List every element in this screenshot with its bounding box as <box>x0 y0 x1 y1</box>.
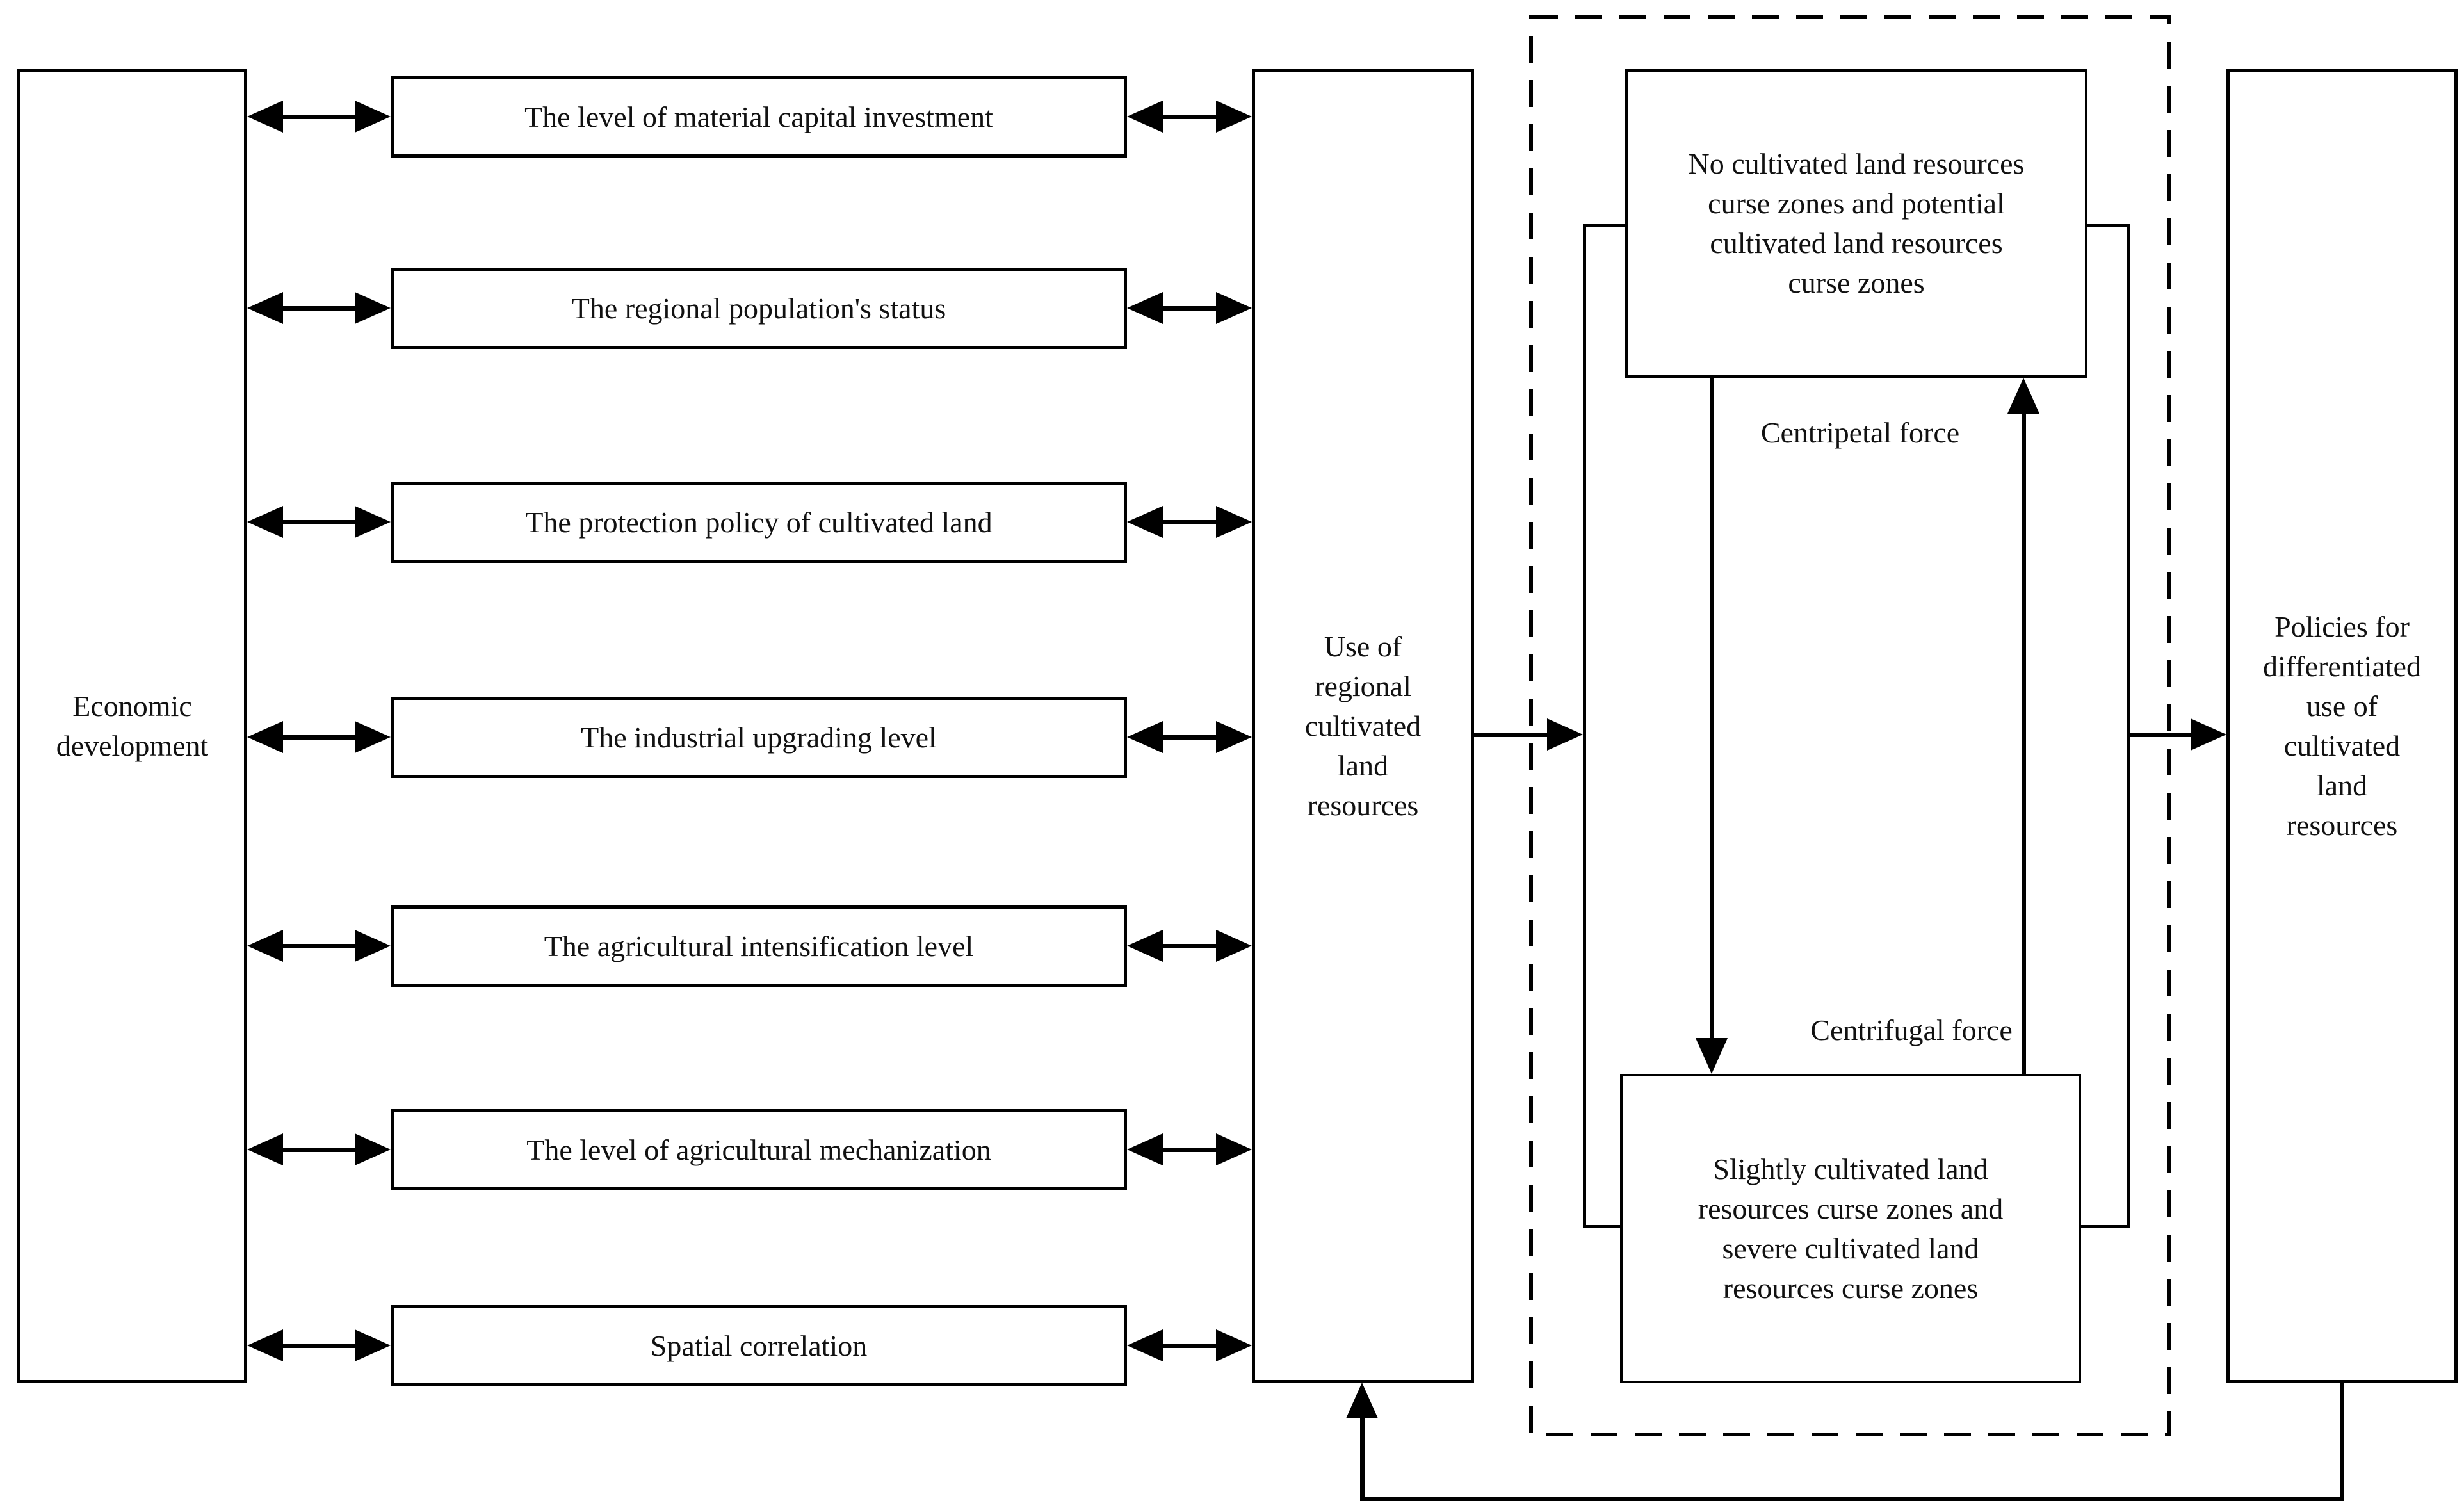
severe-curse-zones-label: Slightly cultivated land resources curse… <box>1698 1152 2004 1304</box>
arrowhead-right-icon <box>1216 101 1252 133</box>
factor-label: The level of material capital investment <box>524 100 993 133</box>
arrowhead-right-icon <box>1216 1133 1252 1165</box>
arrow-use-to-curse-zones <box>1474 718 1583 751</box>
centrifugal-arrow-line <box>2022 413 2026 1074</box>
arrowhead-right-icon <box>355 930 391 962</box>
factor-box-agricultural-intensification: The agricultural intensification level <box>391 905 1127 987</box>
factor-label: The level of agricultural mechanization <box>526 1133 991 1166</box>
arrowhead-right-icon <box>1216 506 1252 538</box>
arrowhead-right-icon <box>355 101 391 133</box>
arrowhead-right-icon <box>355 292 391 324</box>
arrowhead-right-icon <box>1216 1329 1252 1361</box>
factor-label: The regional population's status <box>571 291 946 325</box>
double-arrow-economic-factor-4 <box>247 721 391 753</box>
centripetal-arrow-line <box>1710 378 1714 1039</box>
double-arrow-factor-use-3 <box>1127 506 1252 538</box>
arrowhead-right-icon <box>355 506 391 538</box>
feedback-line-vertical-left <box>1360 1418 1365 1501</box>
use-of-regional-cultivated-land-label: Use of regional cultivated land resource… <box>1304 629 1422 822</box>
no-curse-zones-box: No cultivated land resources curse zones… <box>1625 69 2087 378</box>
economic-development-label: Economic development <box>56 689 209 762</box>
arrowhead-left-icon <box>247 101 283 133</box>
double-arrow-factor-use-4 <box>1127 721 1252 753</box>
centripetal-force-label: Centripetal force <box>1760 416 1960 449</box>
double-arrow-economic-factor-5 <box>247 930 391 962</box>
arrowhead-right-icon <box>2191 718 2226 751</box>
severe-curse-zones-box: Slightly cultivated land resources curse… <box>1620 1074 2081 1383</box>
arrowhead-left-icon <box>1127 1329 1163 1361</box>
factor-label: The agricultural intensification level <box>544 929 974 962</box>
arrowhead-left-icon <box>1127 930 1163 962</box>
arrowhead-left-icon <box>1127 506 1163 538</box>
dashed-curse-zone-frame <box>1529 15 2171 1436</box>
policies-label: Policies for differentiated use of culti… <box>2263 610 2421 841</box>
factor-box-agricultural-mechanization: The level of agricultural mechanization <box>391 1109 1127 1190</box>
arrowhead-right-icon <box>355 1329 391 1361</box>
feedback-line-horizontal <box>1360 1497 2344 1501</box>
double-arrow-factor-use-6 <box>1127 1133 1252 1165</box>
arrowhead-left-icon <box>247 292 283 324</box>
double-arrow-factor-use-5 <box>1127 930 1252 962</box>
arrowhead-right-icon <box>1547 718 1583 751</box>
double-arrow-economic-factor-6 <box>247 1133 391 1165</box>
arrowhead-left-icon <box>1127 721 1163 753</box>
double-arrow-economic-factor-1 <box>247 101 391 133</box>
arrowhead-left-icon <box>247 721 283 753</box>
factor-box-spatial-correlation: Spatial correlation <box>391 1305 1127 1386</box>
factor-label: The industrial upgrading level <box>581 720 937 754</box>
double-arrow-economic-factor-2 <box>247 292 391 324</box>
factor-label: Spatial correlation <box>650 1329 868 1362</box>
factor-box-protection-policy: The protection policy of cultivated land <box>391 482 1127 563</box>
arrowhead-left-icon <box>247 1133 283 1165</box>
centrifugal-force-label: Centrifugal force <box>1810 1014 2013 1046</box>
factor-box-industrial-upgrading: The industrial upgrading level <box>391 697 1127 778</box>
factor-box-material-capital: The level of material capital investment <box>391 76 1127 158</box>
double-arrow-economic-factor-3 <box>247 506 391 538</box>
arrowhead-right-icon <box>355 1133 391 1165</box>
arrowhead-left-icon <box>1127 292 1163 324</box>
arrowhead-right-icon <box>1216 721 1252 753</box>
arrow-curse-zones-to-policies <box>2130 718 2226 751</box>
feedback-line-vertical-right <box>2340 1383 2344 1501</box>
double-arrow-factor-use-7 <box>1127 1329 1252 1361</box>
policies-box: Policies for differentiated use of culti… <box>2226 69 2458 1383</box>
arrowhead-left-icon <box>247 930 283 962</box>
factor-label: The protection policy of cultivated land <box>525 505 993 539</box>
double-arrow-factor-use-2 <box>1127 292 1252 324</box>
arrowhead-left-icon <box>1127 1133 1163 1165</box>
double-arrow-economic-factor-7 <box>247 1329 391 1361</box>
double-arrow-factor-use-1 <box>1127 101 1252 133</box>
centripetal-arrowhead-icon <box>1696 1038 1728 1074</box>
factor-box-population-status: The regional population's status <box>391 268 1127 349</box>
arrowhead-right-icon <box>1216 930 1252 962</box>
centrifugal-arrowhead-icon <box>2007 378 2039 414</box>
no-curse-zones-label: No cultivated land resources curse zones… <box>1688 147 2025 299</box>
arrowhead-right-icon <box>355 721 391 753</box>
economic-development-box: Economic development <box>17 69 247 1383</box>
arrowhead-left-icon <box>1127 101 1163 133</box>
feedback-arrowhead-icon <box>1346 1383 1378 1418</box>
use-of-regional-cultivated-land-box: Use of regional cultivated land resource… <box>1252 69 1474 1383</box>
arrowhead-left-icon <box>247 1329 283 1361</box>
arrowhead-right-icon <box>1216 292 1252 324</box>
arrowhead-left-icon <box>247 506 283 538</box>
